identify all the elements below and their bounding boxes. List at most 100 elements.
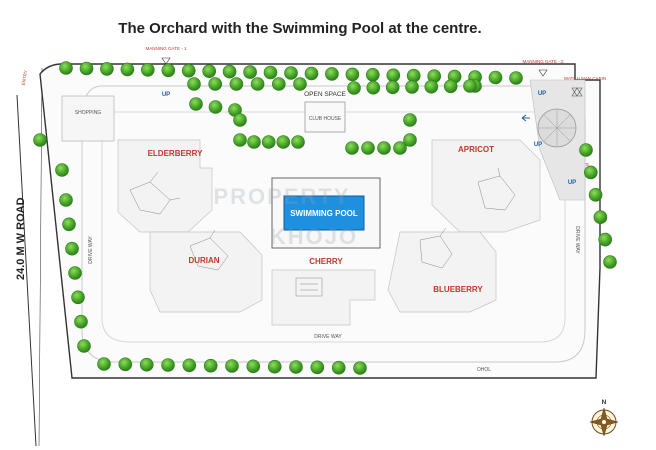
tree-icon <box>583 165 598 180</box>
shopping-block <box>61 95 115 142</box>
tree-icon <box>161 63 176 78</box>
tree-icon <box>225 359 239 373</box>
tree-icon <box>463 79 477 93</box>
tree-icon <box>62 217 76 232</box>
tree-icon <box>208 77 222 91</box>
compass-north-label: N <box>602 399 607 406</box>
tree-icon <box>55 163 69 177</box>
tree-icon <box>68 266 82 280</box>
building-outlines <box>117 139 541 326</box>
trees <box>33 61 617 375</box>
tree-icon <box>276 135 291 149</box>
tree-icon <box>588 188 603 202</box>
tree-icon <box>161 358 175 372</box>
club-house-label: CLUB HOUSE <box>309 116 342 122</box>
tree-icon <box>325 67 339 81</box>
tree-icon <box>345 67 360 82</box>
up-label: UP <box>568 180 576 186</box>
up-label: UP <box>534 142 542 148</box>
up-label: UP <box>162 92 170 98</box>
tree-icon <box>59 61 73 75</box>
tree-icon <box>233 133 247 147</box>
tree-icon <box>284 66 298 80</box>
tree-icon <box>403 113 417 127</box>
tree-icon <box>229 77 244 91</box>
building-durian-outline <box>149 231 263 313</box>
building-apricot-outline <box>431 139 541 233</box>
tree-icon <box>202 64 216 78</box>
road-edge-inner <box>38 67 43 447</box>
tree-icon <box>247 135 261 149</box>
swimming-pool-label: SWIMMING POOL <box>290 209 358 218</box>
tree-icon <box>405 80 419 94</box>
tree-icon <box>310 360 325 375</box>
building-cherry-outline <box>271 269 376 326</box>
tree-icon <box>365 68 380 82</box>
tree-icon <box>304 66 319 81</box>
tree-icon <box>74 314 88 329</box>
tree-icon <box>603 255 617 269</box>
tree-icon <box>222 64 237 79</box>
building-blueberry-outline <box>387 231 497 313</box>
tree-icon <box>291 135 305 149</box>
manning-gate-2-icon <box>538 69 548 77</box>
arrow-left-icon <box>521 114 530 122</box>
tree-icon <box>59 193 73 207</box>
tree-icon <box>579 143 593 157</box>
building-elderberry-outline <box>117 139 213 233</box>
tree-icon <box>189 97 203 111</box>
tree-icon <box>118 357 133 372</box>
tree-icon <box>488 70 503 85</box>
tree-icon <box>289 360 303 374</box>
tree-icon <box>443 79 458 94</box>
tree-icon <box>181 63 196 78</box>
tree-icon <box>182 358 197 373</box>
tree-icon <box>386 68 401 83</box>
road-label: 24.0 M W ROAD <box>15 197 27 280</box>
tree-icon <box>267 359 282 374</box>
tree-icon <box>366 80 381 95</box>
watermark-line-1: PROPERTY <box>213 184 350 209</box>
up-label: UP <box>538 91 546 97</box>
tree-icon <box>347 81 361 95</box>
building-blueberry-label: BLUEBERRY <box>433 285 483 294</box>
building-elderberry-label: ELDERBERRY <box>148 149 203 158</box>
tree-icon <box>233 113 247 127</box>
drive-way-right-label: DRIVE WAY <box>574 226 580 254</box>
road-edge-outer <box>16 94 37 447</box>
tree-icon <box>187 77 201 91</box>
shopping-label: SHOPPING <box>75 110 102 116</box>
up-markers: UP UP UP UP <box>162 91 576 186</box>
ohol-label: OHOL <box>477 367 491 373</box>
tree-icon <box>139 357 154 372</box>
manning-gate-1-label: MANNING GATE - 1 <box>146 46 187 51</box>
tree-icon <box>509 71 523 85</box>
swimming-pool <box>283 195 365 231</box>
drive-way-left-label: DRIVE WAY <box>88 236 94 264</box>
building-cherry-label: CHERRY <box>309 257 343 266</box>
tree-icon <box>120 62 135 77</box>
building-details <box>129 167 516 297</box>
tree-icon <box>385 80 400 95</box>
tree-icon <box>208 100 223 114</box>
tree-icon <box>271 77 286 91</box>
tree-icon <box>250 77 265 91</box>
tree-icon <box>246 359 261 374</box>
building-apricot-label: APRICOT <box>458 145 494 154</box>
watermark-line-2: KHOJO <box>270 224 358 249</box>
watchman-cabin-icon <box>571 87 583 97</box>
tree-icon <box>100 62 114 76</box>
entry-left-label: ENTRY <box>21 70 29 86</box>
tree-icon <box>331 360 346 375</box>
building-durian-label: DURIAN <box>188 256 219 265</box>
tree-icon <box>353 361 367 375</box>
club-house-block <box>304 101 346 133</box>
tree-icon <box>361 141 375 155</box>
tree-icon <box>345 141 359 155</box>
tree-icon <box>393 141 407 155</box>
tree-icon <box>424 79 439 94</box>
manning-gate-1-icon <box>161 57 171 65</box>
tree-icon <box>203 358 218 373</box>
